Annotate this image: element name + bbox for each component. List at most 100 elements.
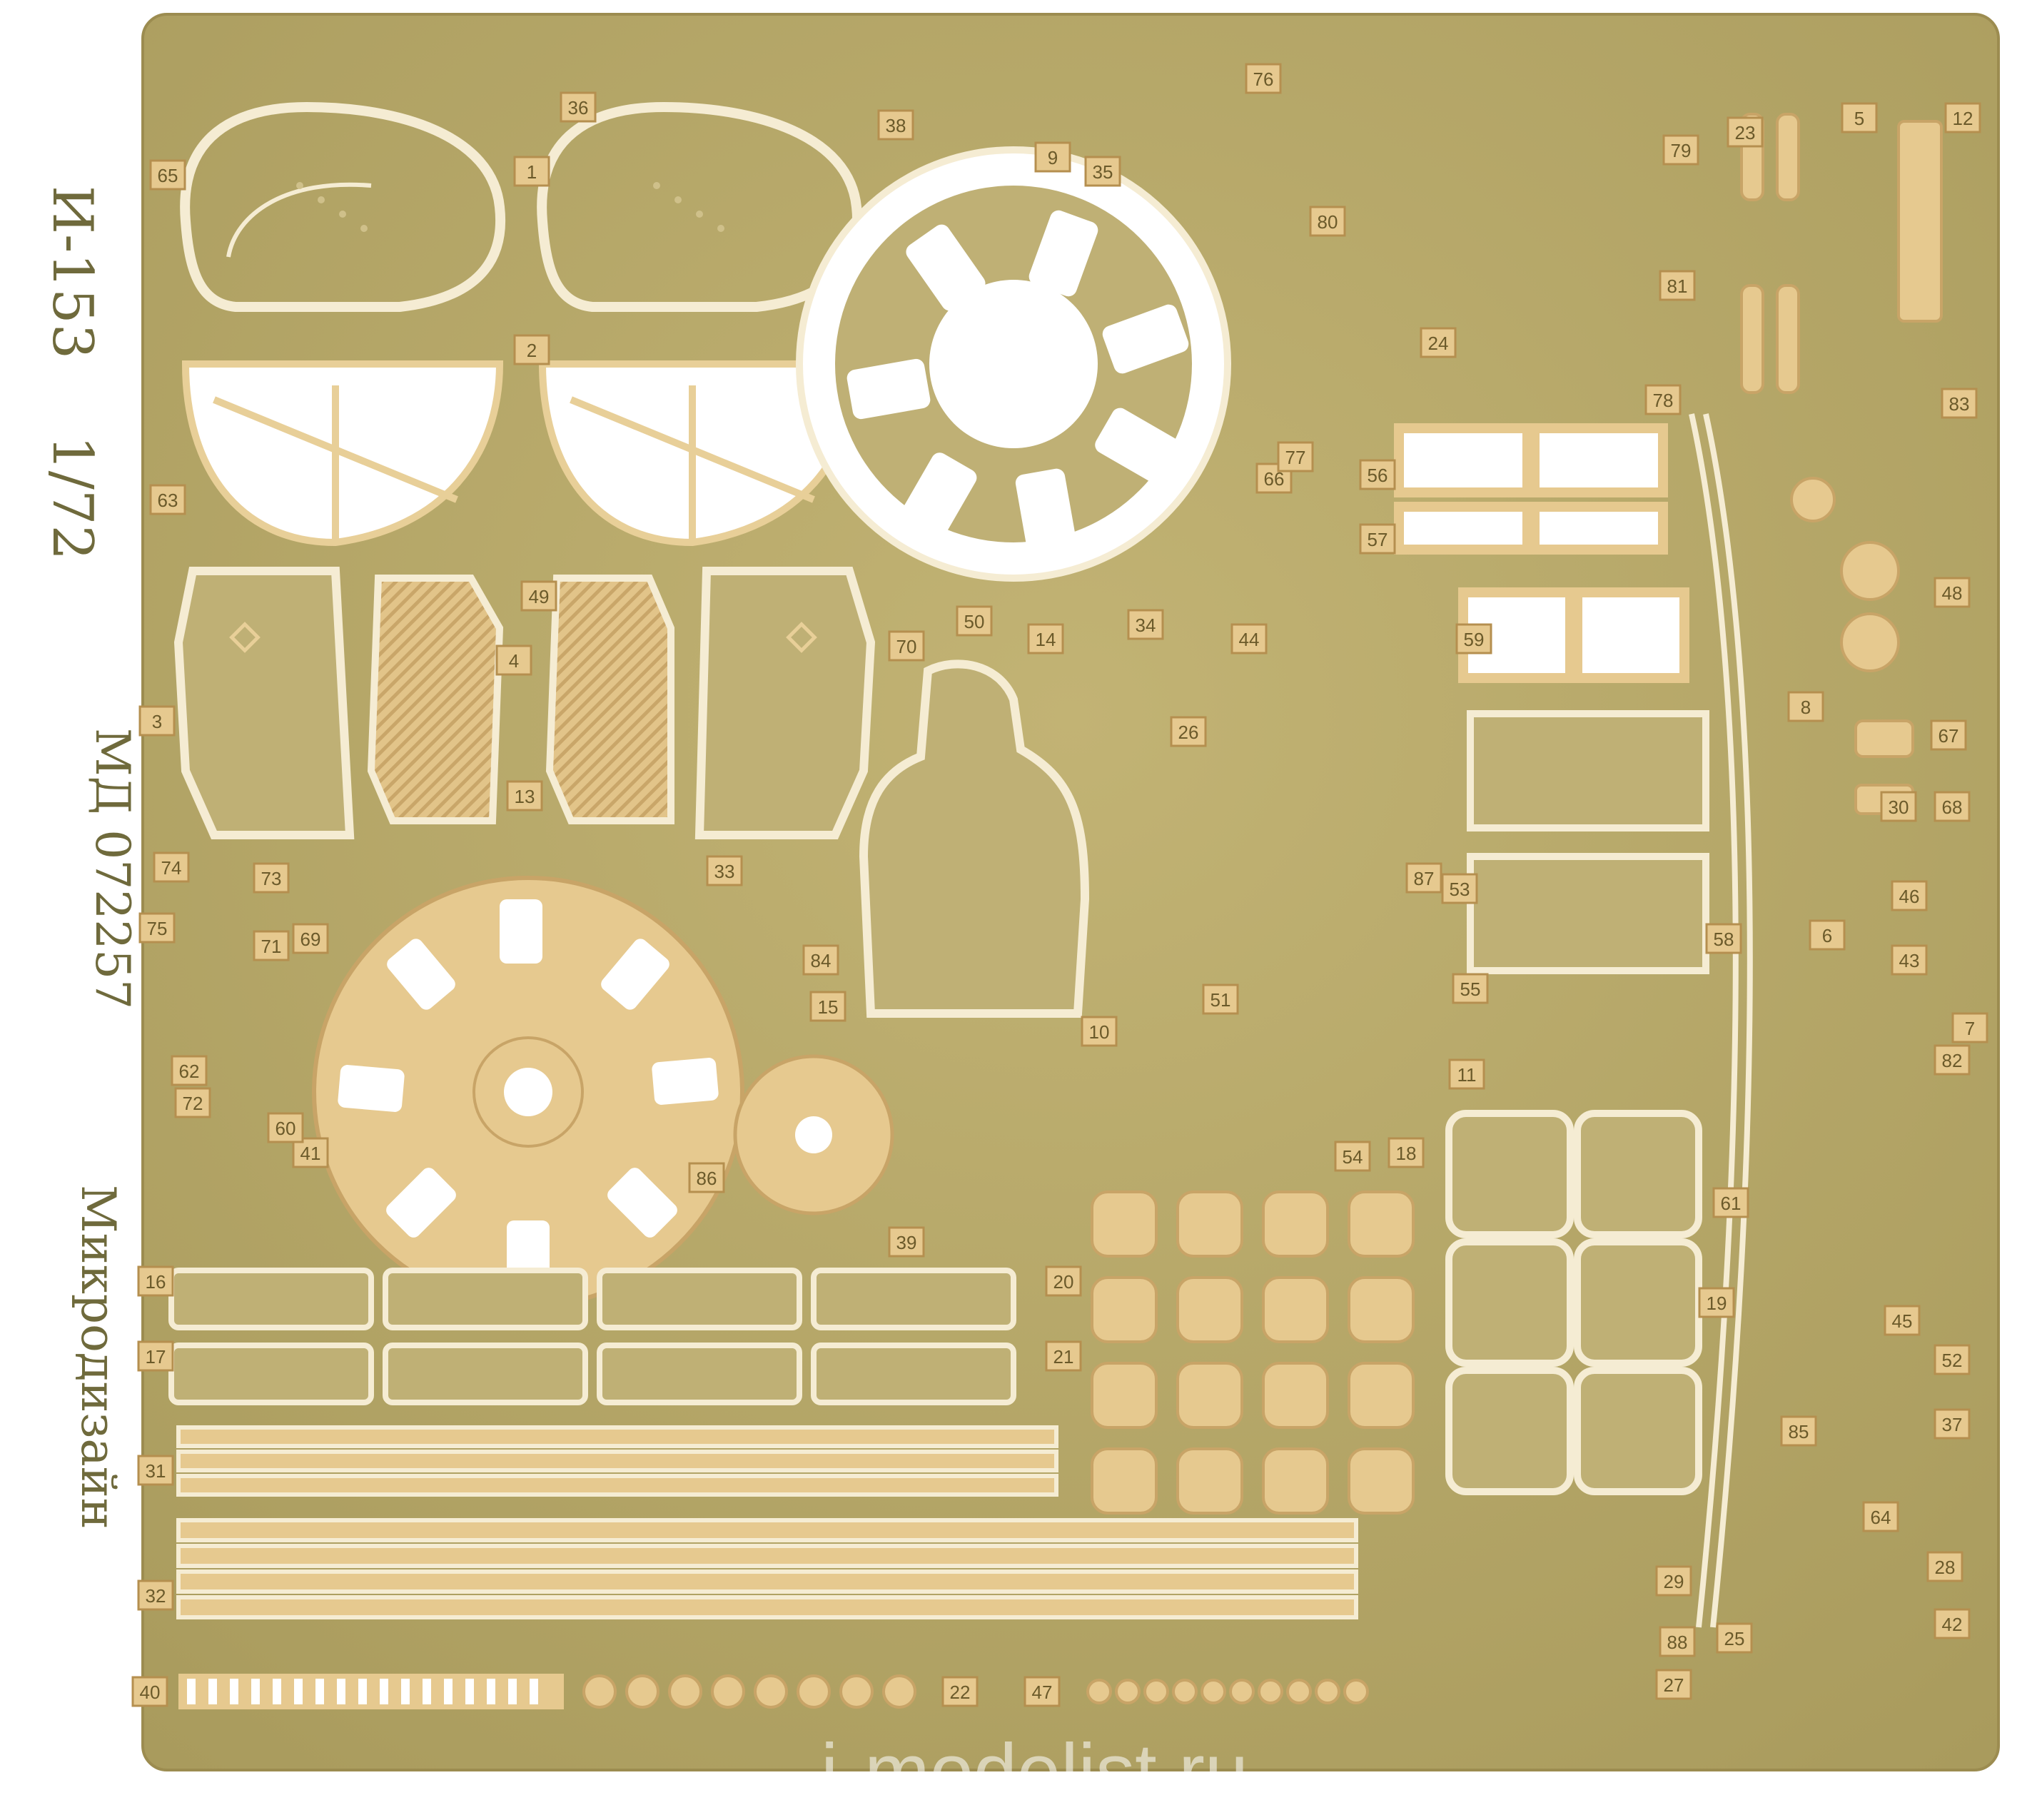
part-number-label: 73 bbox=[261, 868, 282, 889]
part-number-label: 17 bbox=[146, 1346, 166, 1367]
part-number-box bbox=[253, 862, 290, 894]
part-number-label: 1 bbox=[527, 161, 537, 183]
part-number-label: 58 bbox=[1714, 929, 1734, 950]
part-number-label: 32 bbox=[146, 1585, 166, 1607]
part-number-label: 61 bbox=[1721, 1193, 1742, 1214]
part-number-label: 59 bbox=[1464, 629, 1485, 650]
part-number-label: 21 bbox=[1053, 1346, 1074, 1367]
part-number-label: 86 bbox=[697, 1168, 717, 1189]
part-number-label: 55 bbox=[1460, 979, 1481, 1000]
part-number-label: 57 bbox=[1368, 529, 1388, 550]
u-shaped-parts bbox=[1091, 1190, 1415, 1515]
part-number-label: 26 bbox=[1178, 722, 1199, 743]
part-number-label: 68 bbox=[1942, 797, 1963, 818]
part-number-box bbox=[809, 991, 846, 1022]
part-number-label: 49 bbox=[529, 586, 550, 607]
part-number-box bbox=[1388, 1137, 1425, 1168]
part-number-label: 43 bbox=[1899, 950, 1920, 971]
part-number-box bbox=[1716, 1622, 1753, 1654]
part-number-label: 5 bbox=[1854, 108, 1864, 129]
part-number-label: 11 bbox=[1457, 1064, 1477, 1086]
part-number-box bbox=[1891, 944, 1928, 976]
canopy-rivets bbox=[296, 182, 724, 232]
part-number-box bbox=[153, 851, 190, 883]
part-number-box bbox=[1081, 1016, 1118, 1047]
part-number-label: 76 bbox=[1253, 69, 1274, 90]
part-number-box bbox=[1309, 206, 1346, 237]
windscreen-frame-right bbox=[538, 360, 861, 547]
part-number-box bbox=[1023, 1676, 1061, 1707]
part-number-box bbox=[1934, 1044, 1971, 1076]
part-number-label: 85 bbox=[1789, 1421, 1809, 1442]
part-number-label: 15 bbox=[818, 996, 839, 1018]
part-number-box bbox=[1230, 623, 1268, 654]
part-number-box bbox=[138, 705, 176, 737]
part-number-box bbox=[1127, 609, 1164, 640]
part-number-label: 37 bbox=[1942, 1414, 1963, 1435]
part-number-box bbox=[956, 605, 993, 637]
part-number-label: 27 bbox=[1664, 1674, 1684, 1696]
part-number-label: 81 bbox=[1667, 275, 1688, 297]
part-number-box bbox=[1934, 1408, 1971, 1440]
right-column-parts bbox=[1740, 113, 1943, 815]
part-number-label: 36 bbox=[568, 97, 589, 118]
scale-engraving: 1/72 bbox=[40, 435, 104, 560]
part-number-label: 8 bbox=[1801, 697, 1811, 718]
part-number-box bbox=[513, 334, 550, 365]
part-number-label: 74 bbox=[161, 857, 182, 879]
part-number-box bbox=[1934, 1344, 1971, 1375]
hatched-panel-right bbox=[545, 575, 674, 824]
part-number-label: 47 bbox=[1032, 1682, 1053, 1703]
part-number-label: 16 bbox=[146, 1271, 166, 1293]
part-number-label: 79 bbox=[1671, 140, 1692, 161]
part-number-label: 83 bbox=[1949, 393, 1970, 415]
part-number-label: 88 bbox=[1667, 1632, 1688, 1653]
part-number-label: 7 bbox=[1965, 1018, 1975, 1039]
part-number-box bbox=[495, 644, 532, 676]
part-number-label: 40 bbox=[140, 1682, 161, 1703]
part-number-box bbox=[137, 1455, 174, 1486]
part-number-label: 34 bbox=[1136, 615, 1156, 636]
part-number-label: 28 bbox=[1935, 1557, 1956, 1578]
part-number-box bbox=[560, 91, 597, 123]
part-number-box bbox=[171, 1055, 208, 1086]
part-number-box bbox=[1202, 984, 1239, 1015]
part-number-label: 63 bbox=[158, 490, 178, 511]
part-number-label: 45 bbox=[1892, 1310, 1913, 1332]
part-number-label: 44 bbox=[1239, 629, 1260, 650]
part-number-box bbox=[149, 159, 186, 191]
part-number-box bbox=[1934, 791, 1971, 822]
part-number-label: 4 bbox=[509, 650, 519, 672]
part-number-box bbox=[520, 580, 557, 612]
curved-rods bbox=[1689, 413, 1753, 1628]
part-number-label: 62 bbox=[179, 1061, 200, 1082]
part-number-label: 22 bbox=[950, 1682, 971, 1703]
strip-set-upper bbox=[168, 1268, 1016, 1405]
part-number-box bbox=[1359, 459, 1396, 490]
part-number-box bbox=[138, 912, 176, 944]
part-number-box bbox=[888, 1226, 925, 1258]
part-number-label: 71 bbox=[261, 936, 282, 957]
part-number-box bbox=[137, 1579, 174, 1611]
part-number-label: 19 bbox=[1707, 1293, 1727, 1314]
side-panel-left bbox=[173, 567, 355, 839]
part-number-label: 70 bbox=[896, 636, 917, 657]
part-number-box bbox=[1452, 973, 1489, 1004]
propeller-hub-disc bbox=[312, 876, 744, 1308]
part-number-box bbox=[137, 1265, 174, 1297]
part-number-label: 30 bbox=[1889, 797, 1909, 818]
part-number-box bbox=[1841, 102, 1878, 133]
part-number-label: 41 bbox=[300, 1143, 321, 1164]
part-number-label: 6 bbox=[1822, 925, 1832, 946]
part-number-label: 9 bbox=[1048, 147, 1058, 168]
part-number-box bbox=[1941, 388, 1978, 419]
part-number-box bbox=[253, 930, 290, 961]
part-number-box bbox=[1662, 134, 1699, 166]
part-number-label: 78 bbox=[1653, 390, 1674, 411]
part-number-label: 87 bbox=[1414, 868, 1435, 889]
part-number-label: 54 bbox=[1343, 1146, 1363, 1168]
part-number-label: 77 bbox=[1285, 447, 1306, 468]
part-number-label: 52 bbox=[1942, 1350, 1963, 1371]
part-number-label: 25 bbox=[1724, 1628, 1745, 1649]
part-number-label: 38 bbox=[886, 115, 906, 136]
